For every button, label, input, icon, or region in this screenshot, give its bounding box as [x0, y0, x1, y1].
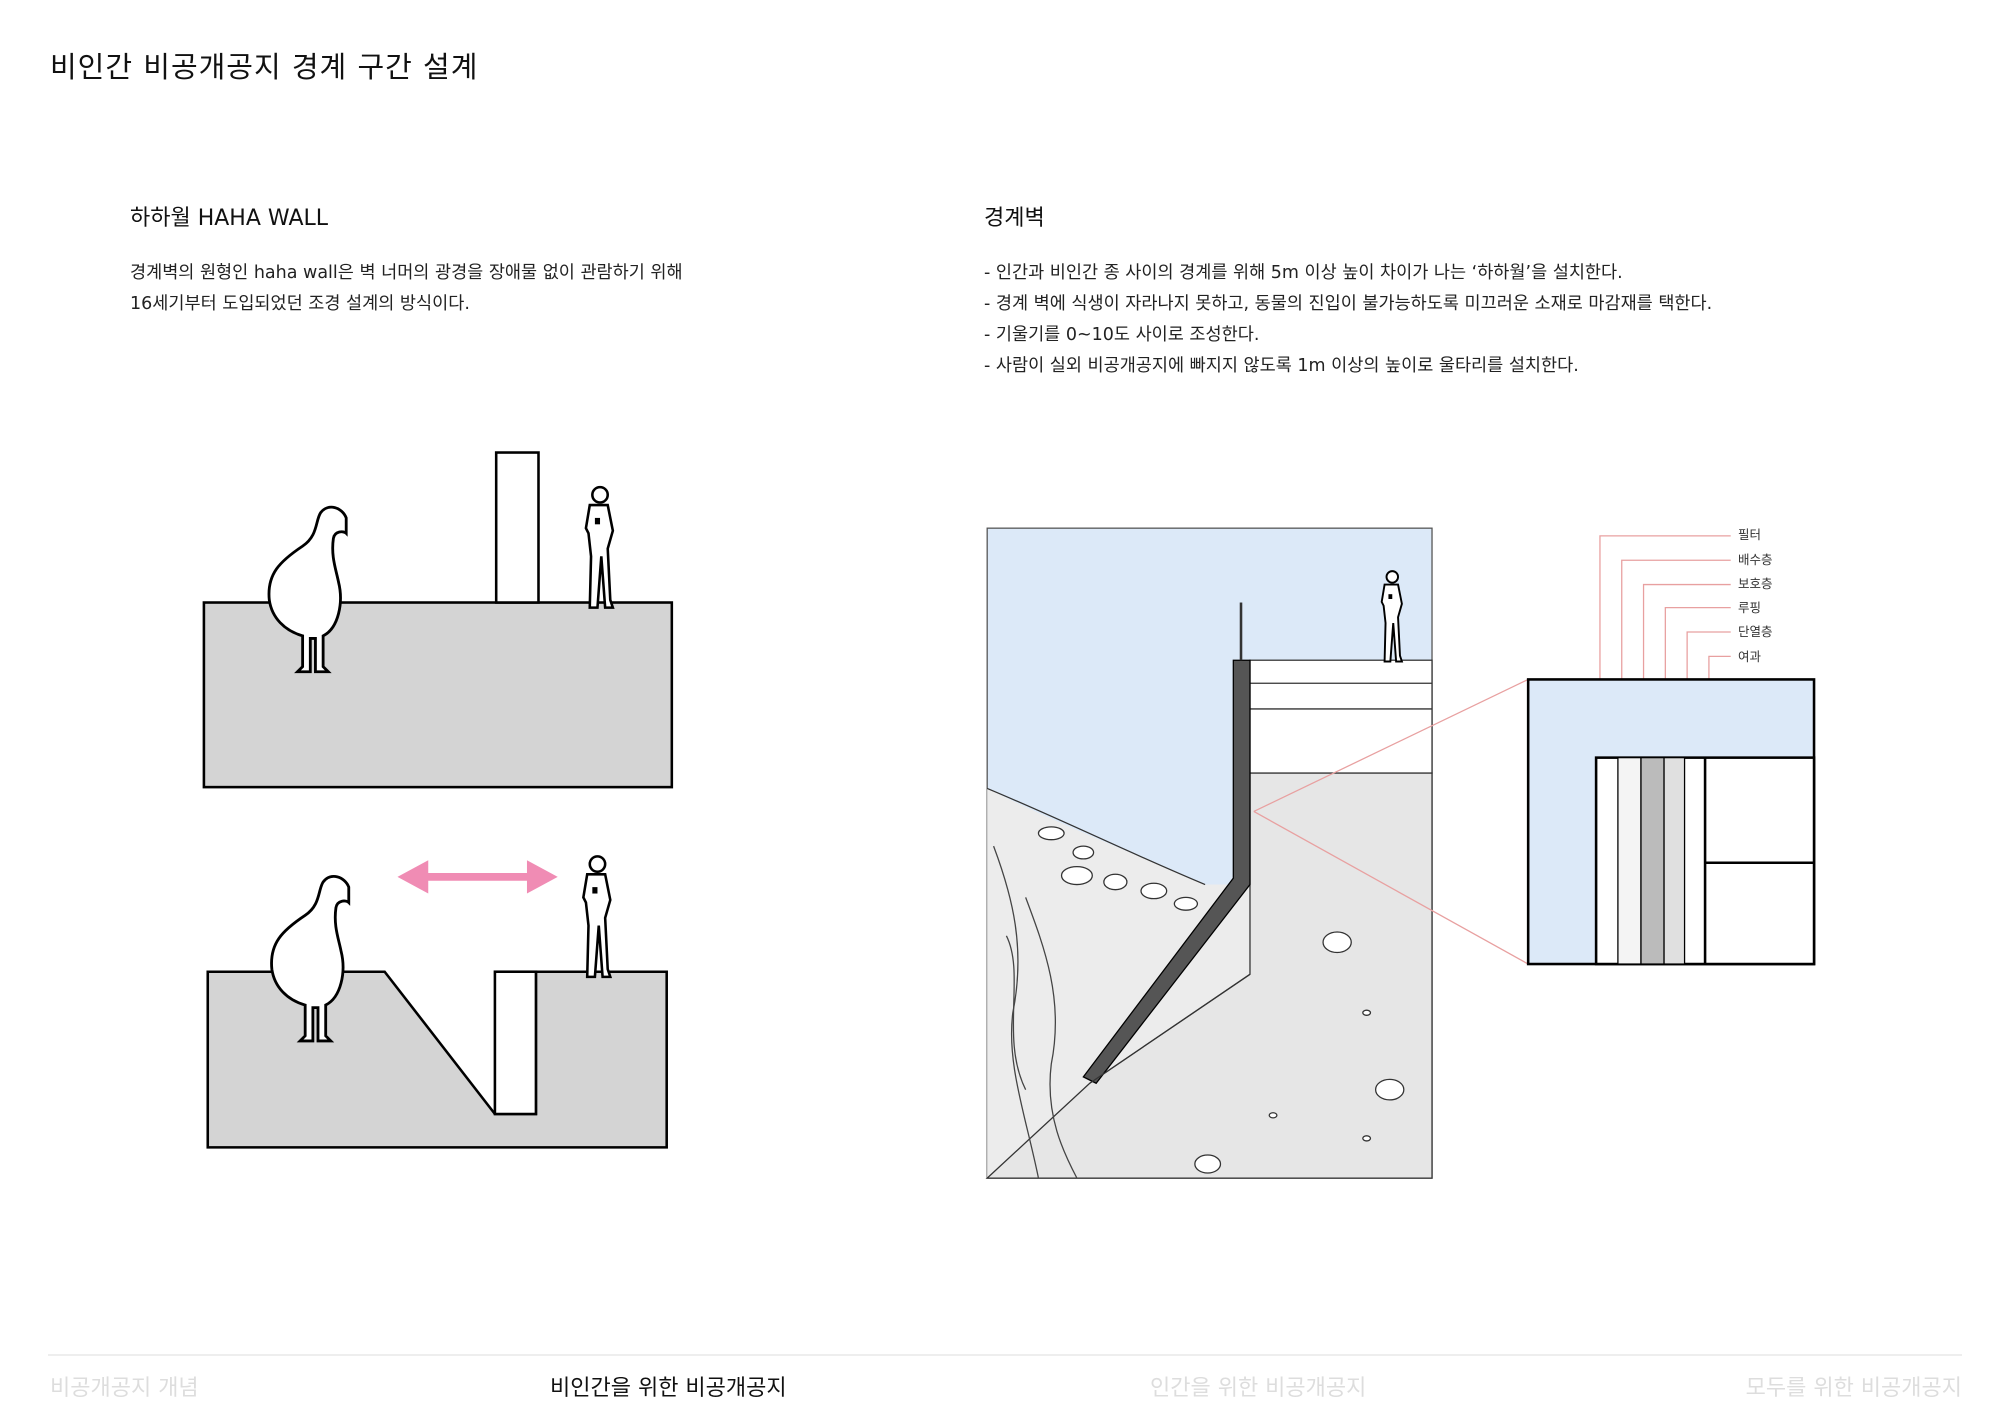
nav-divider — [48, 1354, 1962, 1356]
nav-item-everyone[interactable]: 모두를 위한 비공개공지 — [1745, 1376, 1962, 1401]
layer-label-filtration: 여과 — [1738, 649, 1762, 664]
layer-label-protection: 보호층 — [1738, 576, 1773, 591]
layer-label-insulation: 단열층 — [1738, 624, 1773, 639]
nav-item-human[interactable]: 인간을 위한 비공개공지 — [1150, 1376, 1367, 1401]
layer-label-roofing: 루핑 — [1738, 600, 1762, 615]
haha-wall-diagram-ditch — [206, 855, 668, 1149]
bullet-item: - 사람이 실외 비공개공지에 빠지지 않도록 1m 이상의 높이로 울타리를 … — [984, 356, 1579, 376]
nav-item-nonhuman[interactable]: 비인간을 위한 비공개공지 — [550, 1376, 787, 1401]
boundary-wall-heading: 경계벽 — [984, 206, 1045, 231]
double-arrow-icon — [397, 860, 558, 894]
layer-label-filter: 필터 — [1738, 527, 1762, 542]
wall-layer-detail — [1526, 678, 1816, 966]
bullet-item: - 기울기를 0~10도 사이로 조성한다. — [984, 325, 1260, 345]
person-icon — [584, 485, 615, 609]
page-title: 비인간 비공개공지 경계 구간 설계 — [50, 50, 479, 84]
haha-wall-diagram-wall — [202, 451, 674, 789]
layer-label-drainage: 배수층 — [1738, 552, 1773, 567]
person-icon — [582, 855, 612, 979]
description-line: 경계벽의 원형인 haha wall은 벽 너머의 광경을 장애물 없이 관람하… — [130, 263, 683, 283]
boundary-wall-section — [985, 527, 1433, 1179]
haha-wall-heading: 하하월 HAHA WALL — [130, 206, 329, 231]
haha-wall-description: 경계벽의 원형인 haha wall은 벽 너머의 광경을 장애물 없이 관람하… — [130, 258, 683, 320]
person-icon — [1380, 570, 1403, 663]
description-line: 16세기부터 도입되었던 조경 설계의 방식이다. — [130, 294, 470, 314]
bullet-item: - 경계 벽에 식생이 자라나지 못하고, 동물의 진입이 불가능하도록 미끄러… — [984, 294, 1713, 314]
bullet-item: - 인간과 비인간 종 사이의 경계를 위해 5m 이상 높이 차이가 나는 ‘… — [984, 263, 1623, 283]
nav-item-concept[interactable]: 비공개공지 개념 — [50, 1376, 199, 1401]
boundary-wall-bullets: - 인간과 비인간 종 사이의 경계를 위해 5m 이상 높이 차이가 나는 ‘… — [984, 258, 1712, 382]
